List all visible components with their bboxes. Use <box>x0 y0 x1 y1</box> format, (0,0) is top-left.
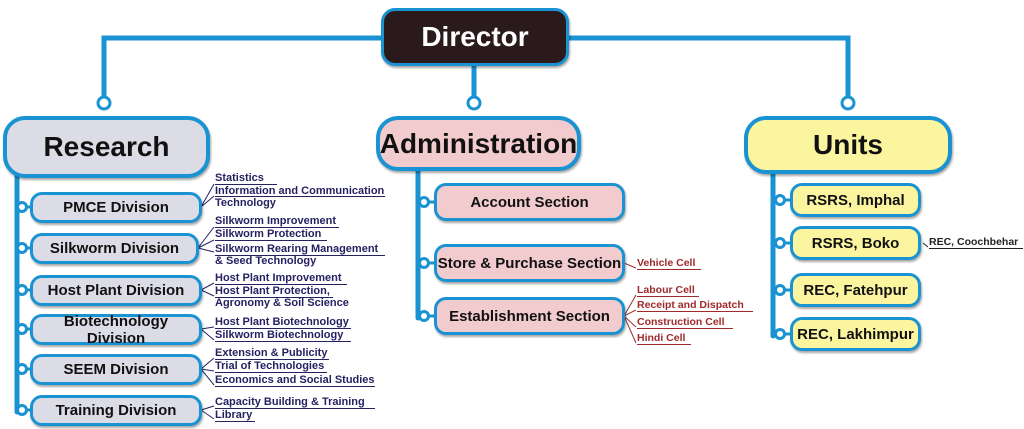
sub-item: Silkworm Protection <box>215 228 322 240</box>
sub-item: Trial of Technologies <box>215 360 325 372</box>
administration-head: Administration <box>376 116 581 171</box>
sub-item: Construction Cell <box>637 316 725 328</box>
division-label: PMCE Division <box>63 199 169 216</box>
sub-item: Statistics <box>215 172 264 184</box>
unit-label: REC, Fatehpur <box>803 281 908 299</box>
sub-item: Agronomy & Soil Science <box>215 297 349 309</box>
units-node <box>840 95 856 111</box>
director-label: Director <box>421 21 529 52</box>
training-division-box: Training Division <box>30 395 202 426</box>
silkworm-division-box: Silkworm Division <box>30 233 199 264</box>
sub-item: Extension & Publicity <box>215 347 328 359</box>
division-label: SEEM Division <box>63 361 169 378</box>
unit-label: REC, Lakhimpur <box>797 325 914 343</box>
sub-item: Hindi Cell <box>637 332 686 344</box>
sub-item: Silkworm Improvement <box>215 215 337 227</box>
section-label: Establishment Section <box>449 307 610 325</box>
units-title: Units <box>813 129 883 160</box>
rec-fatehpur-box: REC, Fatehpur <box>790 273 921 307</box>
division-label: Host Plant Division <box>47 282 185 299</box>
rec-lakhimpur-box: REC, Lakhimpur <box>790 317 921 351</box>
section-label: Account Section <box>470 193 589 211</box>
division-label: Biotechnology Division <box>63 312 169 347</box>
sub-item: Economics and Social Studies <box>215 374 375 386</box>
sub-item: Information and Communication <box>215 185 385 197</box>
admin-node <box>466 95 482 111</box>
research-head: Research <box>3 116 210 178</box>
pmce-division-box: PMCE Division <box>30 192 202 223</box>
section-label: Store & Purchase Section <box>437 254 622 272</box>
unit-label: RSRS, Imphal <box>806 191 905 209</box>
host-plant-division-box: Host Plant Division <box>30 275 202 306</box>
sub-item: Receipt and Dispatch <box>637 299 744 311</box>
sub-item: REC, Coochbehar <box>929 236 1019 248</box>
store-purchase-section-box: Store & Purchase Section <box>434 244 625 282</box>
sub-item: Host Plant Improvement <box>215 272 342 284</box>
sub-item: Host Plant Protection, <box>215 285 330 297</box>
sub-item: Silkworm Rearing Management <box>215 243 379 255</box>
unit-label: RSRS, Boko <box>811 234 900 252</box>
account-section-box: Account Section <box>434 183 625 221</box>
sub-item: Capacity Building & Training <box>215 396 365 408</box>
division-label: Silkworm Division <box>49 240 180 257</box>
rsrs-imphal-box: RSRS, Imphal <box>790 183 921 217</box>
division-label: Training Division <box>55 402 177 419</box>
biotechnology-division-box: Biotechnology Division <box>30 312 202 347</box>
sub-item: Host Plant Biotechnology <box>215 316 349 328</box>
seem-division-box: SEEM Division <box>30 354 202 385</box>
sub-item: Vehicle Cell <box>637 257 696 269</box>
sub-item: Technology <box>215 197 276 209</box>
research-node <box>96 95 112 111</box>
establishment-section-box: Establishment Section <box>434 297 625 335</box>
administration-title: Administration <box>379 127 578 159</box>
research-title: Research <box>43 131 170 162</box>
director-box: Director <box>381 8 569 66</box>
sub-item: Library <box>215 409 253 421</box>
sub-item: Silkworm Biotechnology <box>215 329 344 341</box>
sub-item: & Seed Technology <box>215 255 317 267</box>
rsrs-boko-box: RSRS, Boko <box>790 226 921 260</box>
sub-item: Labour Cell <box>637 284 695 296</box>
units-head: Units <box>744 116 952 174</box>
